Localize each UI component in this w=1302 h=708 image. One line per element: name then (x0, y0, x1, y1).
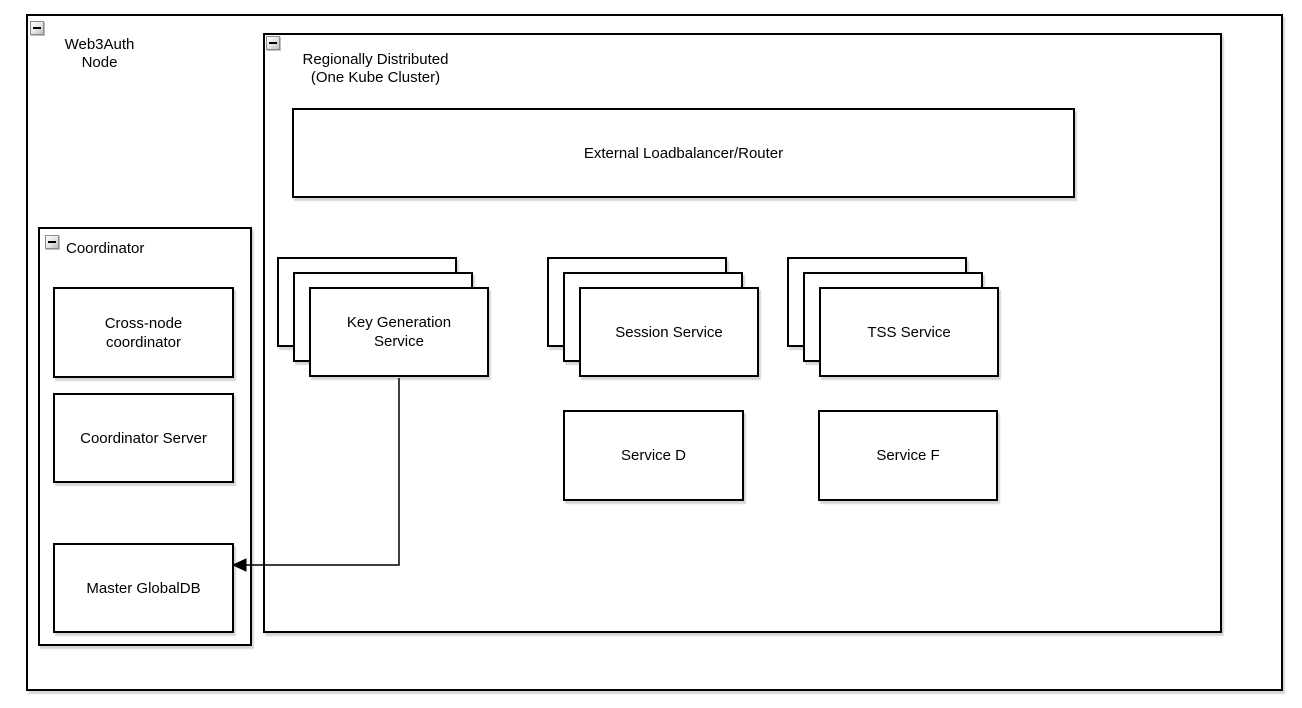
node-key-generation-service[interactable]: Key Generation Service (277, 257, 489, 377)
collapse-icon[interactable] (266, 36, 280, 50)
node-master-globaldb[interactable]: Master GlobalDB (53, 543, 234, 633)
node-service-d[interactable]: Service D (563, 410, 744, 501)
stack-front: TSS Service (819, 287, 999, 377)
node-service-f-label: Service F (876, 447, 940, 464)
node-external-loadbalancer-label: External Loadbalancer/Router (583, 144, 784, 162)
node-tss-service[interactable]: TSS Service (787, 257, 999, 377)
minus-icon (269, 42, 277, 44)
node-service-d-label: Service D (620, 447, 687, 464)
stack-front: Session Service (579, 287, 759, 377)
node-cross-node-coordinator-label: Cross-node coordinator (104, 314, 183, 351)
node-coordinator-server[interactable]: Coordinator Server (53, 393, 234, 483)
collapse-icon[interactable] (30, 21, 44, 35)
node-regionally-distributed-label: Regionally Distributed (One Kube Cluster… (302, 51, 449, 86)
node-web3auth-node-label: Web3Auth Node (64, 36, 135, 71)
node-coordinator-label: Coordinator (66, 240, 145, 257)
node-session-service-label: Session Service (615, 323, 723, 341)
minus-icon (33, 27, 41, 29)
node-cross-node-coordinator[interactable]: Cross-node coordinator (53, 287, 234, 378)
node-coordinator-server-label: Coordinator Server (80, 429, 207, 447)
node-external-loadbalancer[interactable]: External Loadbalancer/Router (292, 108, 1075, 198)
stack-front: Key Generation Service (309, 287, 489, 377)
minus-icon (48, 241, 56, 243)
node-key-generation-service-label: Key Generation Service (346, 314, 452, 350)
node-tss-service-label: TSS Service (867, 323, 951, 341)
node-session-service[interactable]: Session Service (547, 257, 759, 377)
node-master-globaldb-label: Master GlobalDB (86, 579, 201, 597)
collapse-icon[interactable] (45, 235, 59, 249)
node-service-f[interactable]: Service F (818, 410, 998, 501)
